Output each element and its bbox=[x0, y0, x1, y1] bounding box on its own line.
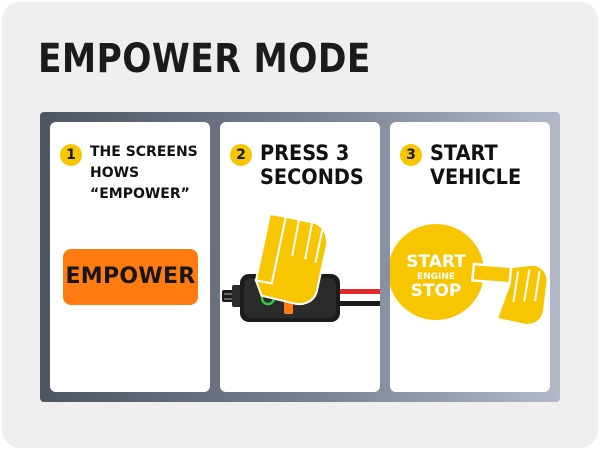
start-label: START bbox=[406, 252, 466, 272]
step-instruction: START VEHICLE bbox=[430, 141, 522, 189]
step-instruction: THE SCREENS HOWS “EMPOWER” bbox=[90, 144, 198, 202]
start-button-illustration: START ENGINE STOP bbox=[390, 224, 549, 327]
connector-plug-icon bbox=[222, 285, 242, 307]
device-illustration bbox=[222, 212, 380, 322]
step-panel-3: 3 START VEHICLE START ENGINE STOP bbox=[390, 122, 550, 392]
step-panel-1: 1 THE SCREENS HOWS “EMPOWER” EMPOWER bbox=[50, 122, 210, 392]
start-stop-button-icon: START ENGINE STOP bbox=[390, 224, 484, 320]
step-panel-2: 2 PRESS 3 SECONDS bbox=[220, 122, 380, 392]
hand-pointer-icon bbox=[254, 212, 329, 306]
stop-label: STOP bbox=[411, 281, 462, 301]
step-instruction: PRESS 3 SECONDS bbox=[260, 141, 364, 189]
cable-icon bbox=[338, 289, 380, 306]
empower-screen-display: EMPOWER bbox=[63, 249, 198, 305]
engine-label: ENGINE bbox=[417, 272, 455, 282]
step-number-badge: 2 bbox=[230, 144, 252, 166]
step-number-badge: 3 bbox=[400, 144, 422, 166]
step-number-badge: 1 bbox=[60, 144, 82, 166]
hand-pointer-icon bbox=[470, 262, 549, 327]
page-title: EMPOWER MODE bbox=[38, 36, 371, 82]
